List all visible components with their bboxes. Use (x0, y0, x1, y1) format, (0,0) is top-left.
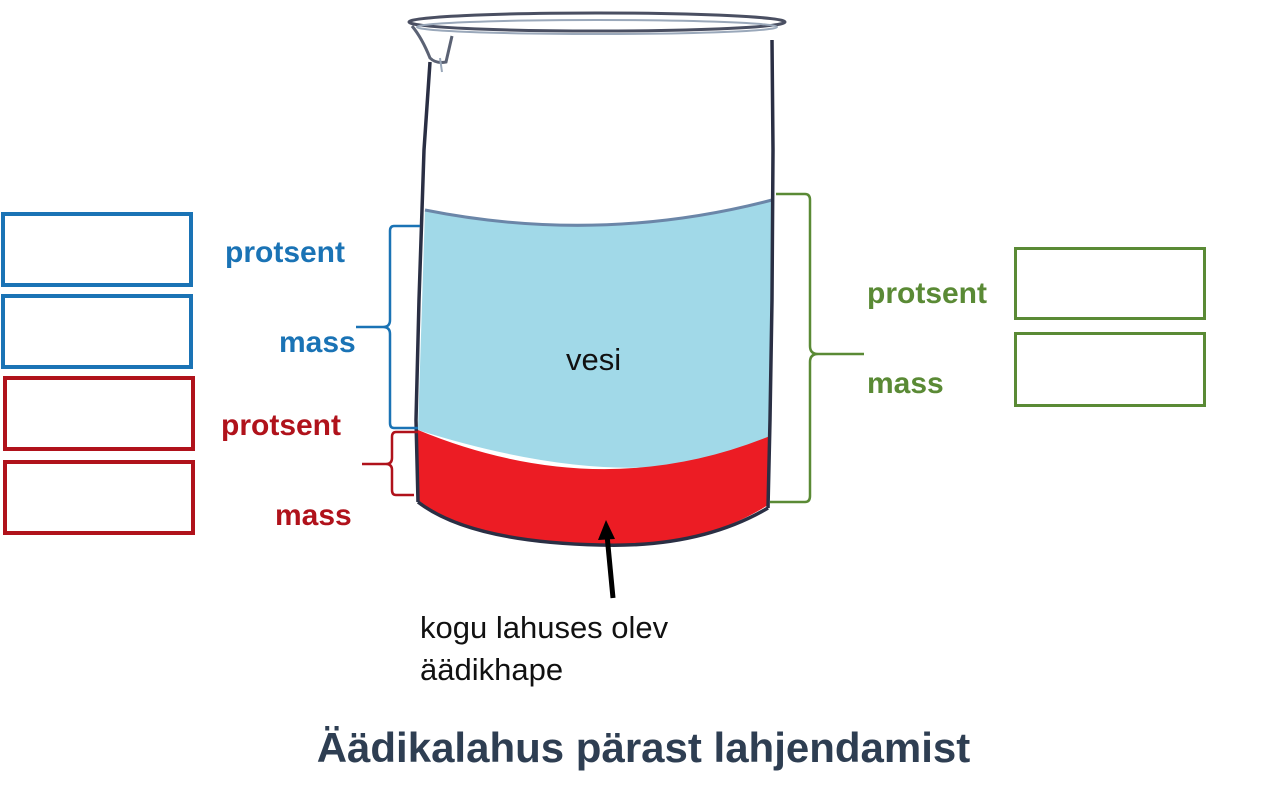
solution-percent-box[interactable] (1014, 247, 1206, 320)
acid-brace (362, 430, 418, 497)
acid-mass-label: mass (275, 499, 352, 532)
water-percent-label: protsent (225, 236, 345, 269)
water-percent-box[interactable] (1, 212, 193, 287)
acid-arrow-head (598, 520, 615, 540)
solution-mass-label: mass (867, 367, 944, 400)
beaker-wall-left (414, 61, 432, 503)
beaker-rim-inner (416, 19, 778, 35)
beaker-bottom (416, 500, 769, 547)
beaker-highlight (439, 57, 443, 73)
acid-percent-label: protsent (221, 409, 341, 442)
beaker-spout (410, 25, 454, 64)
water-label: vesi (566, 342, 622, 377)
acid-arrow-shaft (604, 534, 616, 599)
beaker-wall-right (766, 39, 775, 509)
acid-mass-box[interactable] (3, 460, 195, 535)
solution-brace (770, 192, 864, 504)
beaker-rim (407, 11, 787, 33)
acid-percent-box[interactable] (3, 376, 195, 451)
acid-caption-line2: äädikhape (420, 652, 564, 687)
acid-caption-line1: kogu lahuses olev (420, 610, 669, 645)
page-title: Äädikalahus pärast lahjendamist (316, 724, 971, 771)
solution-percent-label: protsent (867, 277, 987, 310)
water-brace (356, 224, 420, 430)
water-mass-box[interactable] (1, 294, 193, 369)
water-layer (418, 200, 772, 468)
solution-mass-box[interactable] (1014, 332, 1206, 407)
water-mass-label: mass (279, 326, 356, 359)
acid-layer (418, 430, 770, 546)
water-surface (424, 198, 773, 227)
